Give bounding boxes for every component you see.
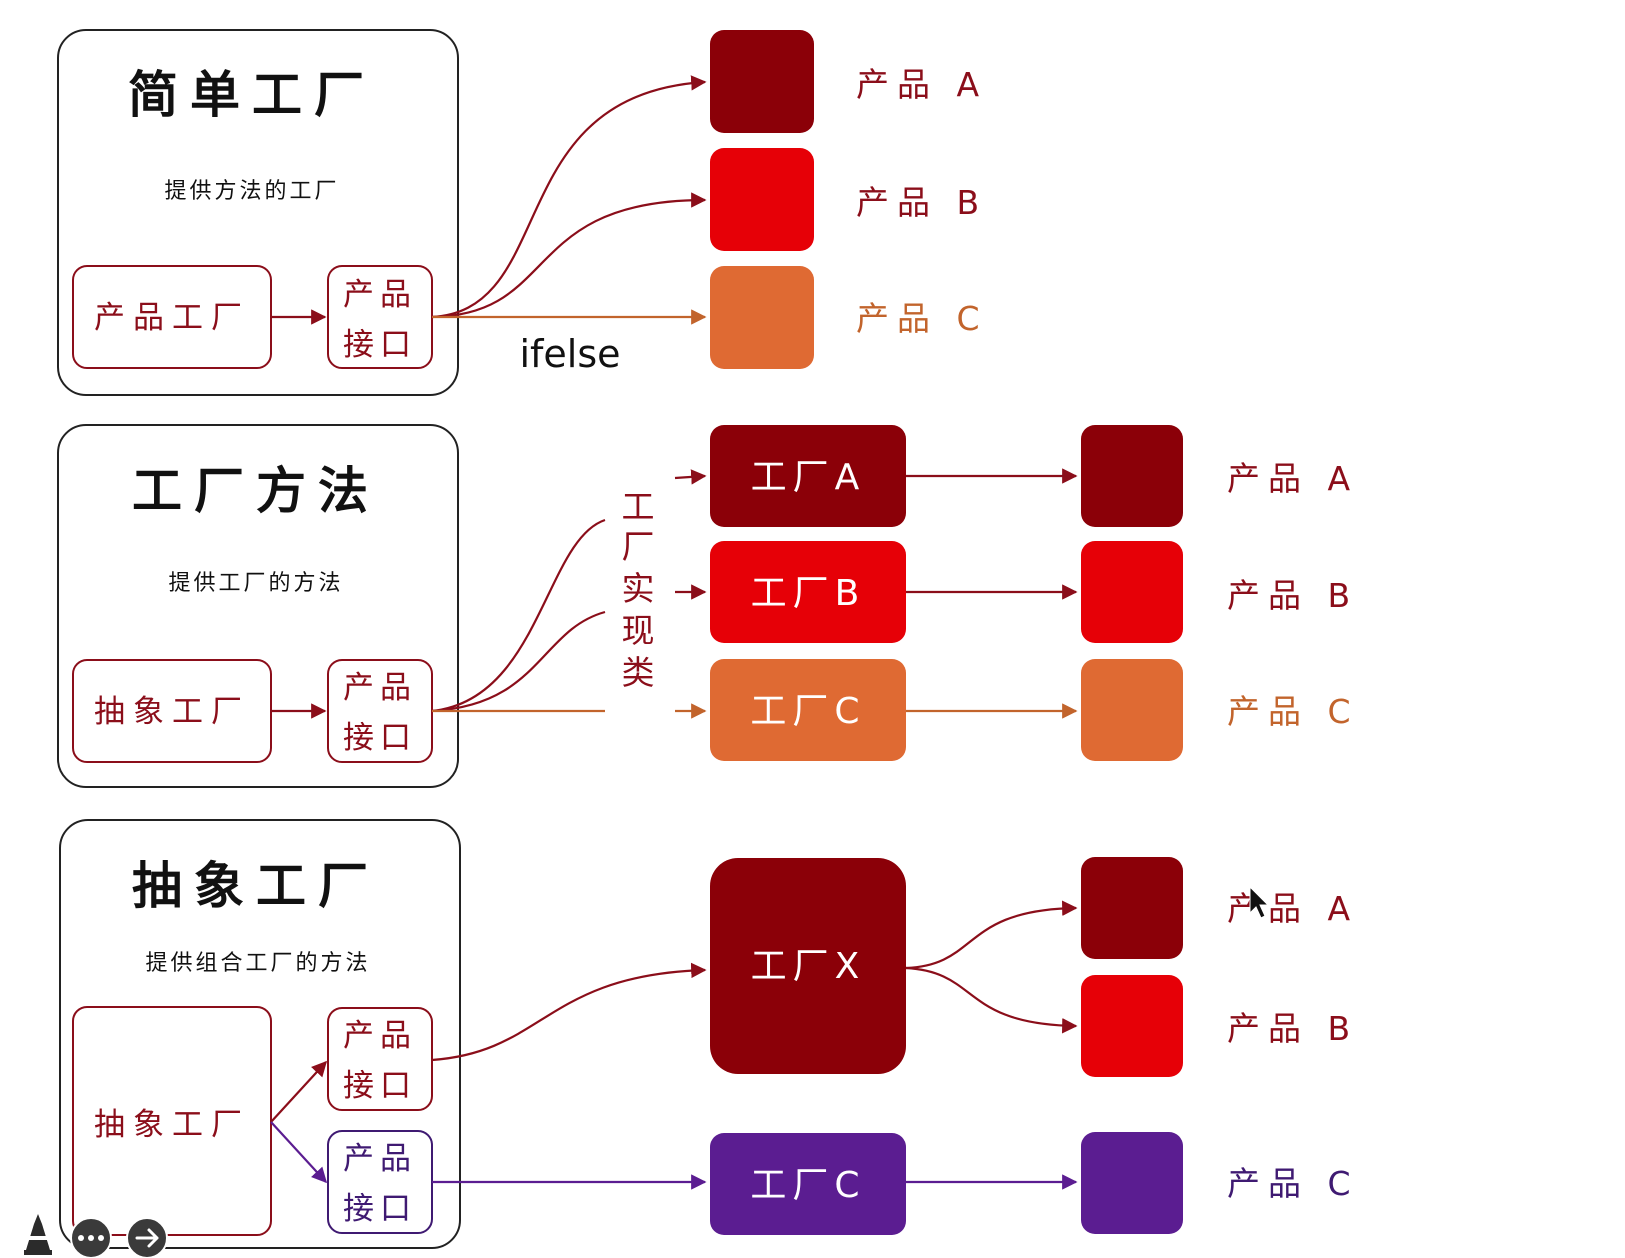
factory-a-label: 工厂A	[751, 457, 866, 498]
impl-label-char-2: 厂	[622, 527, 655, 566]
factory-x-label: 工厂X	[751, 946, 866, 987]
product-c-block[interactable]	[1081, 1132, 1183, 1234]
product-a-block[interactable]	[1081, 425, 1183, 527]
product-b-label: 产品 B	[1227, 1009, 1358, 1048]
factory-method-description: 提供工厂的方法	[168, 571, 343, 596]
arrow-to-product-b	[431, 192, 707, 319]
factory-a-block[interactable]	[710, 425, 906, 527]
impl-label-char-1: 工	[622, 487, 655, 526]
product-interface-1-line1: 产品	[343, 1018, 417, 1054]
product-b-block[interactable]	[1081, 975, 1183, 1077]
abstract-factory-section: 抽象工厂 提供组合工厂的方法 抽象工厂 产品 接口 产品 接口 工厂X 工厂C …	[59, 819, 1359, 1249]
product-interface-line2: 接口	[343, 327, 417, 363]
product-b-block[interactable]	[710, 148, 814, 251]
factory-b-label: 工厂B	[751, 573, 866, 614]
product-interface-1-line2: 接口	[343, 1068, 417, 1104]
abstract-factory-label: 抽象工厂	[94, 1107, 250, 1143]
product-b-block[interactable]	[1081, 541, 1183, 643]
factory-c-label: 工厂C	[750, 1165, 865, 1206]
factory-b-block[interactable]	[710, 541, 906, 643]
product-c-block[interactable]	[1081, 659, 1183, 761]
simple-factory-section: 简单工厂 提供方法的工厂 产品工厂 产品 接口 ifelse 产品 A 产品 B…	[57, 29, 988, 396]
simple-factory-title: 简单工厂	[128, 66, 376, 124]
impl-label-char-4: 现	[622, 611, 655, 650]
more-icon[interactable]	[70, 1217, 112, 1258]
product-a-label: 产品 A	[1227, 889, 1358, 928]
product-b-label: 产品 B	[1227, 576, 1358, 615]
branch-line-b	[431, 610, 606, 713]
abstract-factory-title: 抽象工厂	[132, 857, 380, 915]
product-a-block[interactable]	[1081, 857, 1183, 959]
product-c-block[interactable]	[710, 266, 814, 369]
arrow-abstract-to-interface-2	[270, 1121, 328, 1184]
product-factory-label: 产品工厂	[94, 300, 250, 336]
next-icon[interactable]	[126, 1217, 168, 1258]
product-interface-line1: 产品	[343, 277, 417, 313]
abstract-factory-description: 提供组合工厂的方法	[145, 951, 370, 976]
arrow-factory-x-to-product-b	[905, 966, 1078, 1034]
abstract-factory-label: 抽象工厂	[94, 694, 250, 730]
impl-label-char-5: 类	[622, 653, 655, 692]
product-a-label: 产品 A	[856, 65, 987, 104]
product-interface-2-line2: 接口	[343, 1191, 417, 1227]
product-c-label: 产品 C	[1227, 692, 1359, 731]
impl-label-char-3: 实	[622, 569, 655, 608]
factory-c-label: 工厂C	[750, 691, 865, 732]
product-interface-line1: 产品	[343, 670, 417, 706]
arrow-interface-1-to-factory-x	[431, 962, 707, 1062]
mouse-cursor-icon	[1249, 885, 1270, 919]
product-c-label: 产品 C	[1227, 1164, 1359, 1203]
arrow-to-product-a	[431, 75, 707, 319]
factory-x-block[interactable]	[710, 858, 906, 1074]
pen-icon[interactable]	[24, 1214, 52, 1255]
factory-method-title: 工厂方法	[132, 462, 380, 520]
product-interface-2-line1: 产品	[343, 1141, 417, 1177]
factory-method-section: 工厂方法 提供工厂的方法 抽象工厂 产品 接口 工 厂 实 现 类 工厂A 工厂…	[57, 424, 1359, 788]
factory-c-block[interactable]	[710, 659, 906, 761]
factory-c-block[interactable]	[710, 1133, 906, 1235]
product-c-label: 产品 C	[856, 299, 988, 338]
product-a-label: 产品 A	[1227, 459, 1358, 498]
arrow-to-factory-a	[674, 469, 707, 485]
ifelse-label: ifelse	[519, 332, 620, 376]
presentation-toolbar	[24, 1214, 168, 1258]
product-b-label: 产品 B	[856, 183, 987, 222]
arrow-abstract-to-interface-1	[270, 1060, 328, 1123]
arrow-factory-x-to-product-a	[905, 900, 1078, 970]
product-interface-line2: 接口	[343, 720, 417, 756]
product-a-block[interactable]	[710, 30, 814, 133]
simple-factory-description: 提供方法的工厂	[164, 179, 339, 204]
branch-line-a	[431, 518, 606, 713]
